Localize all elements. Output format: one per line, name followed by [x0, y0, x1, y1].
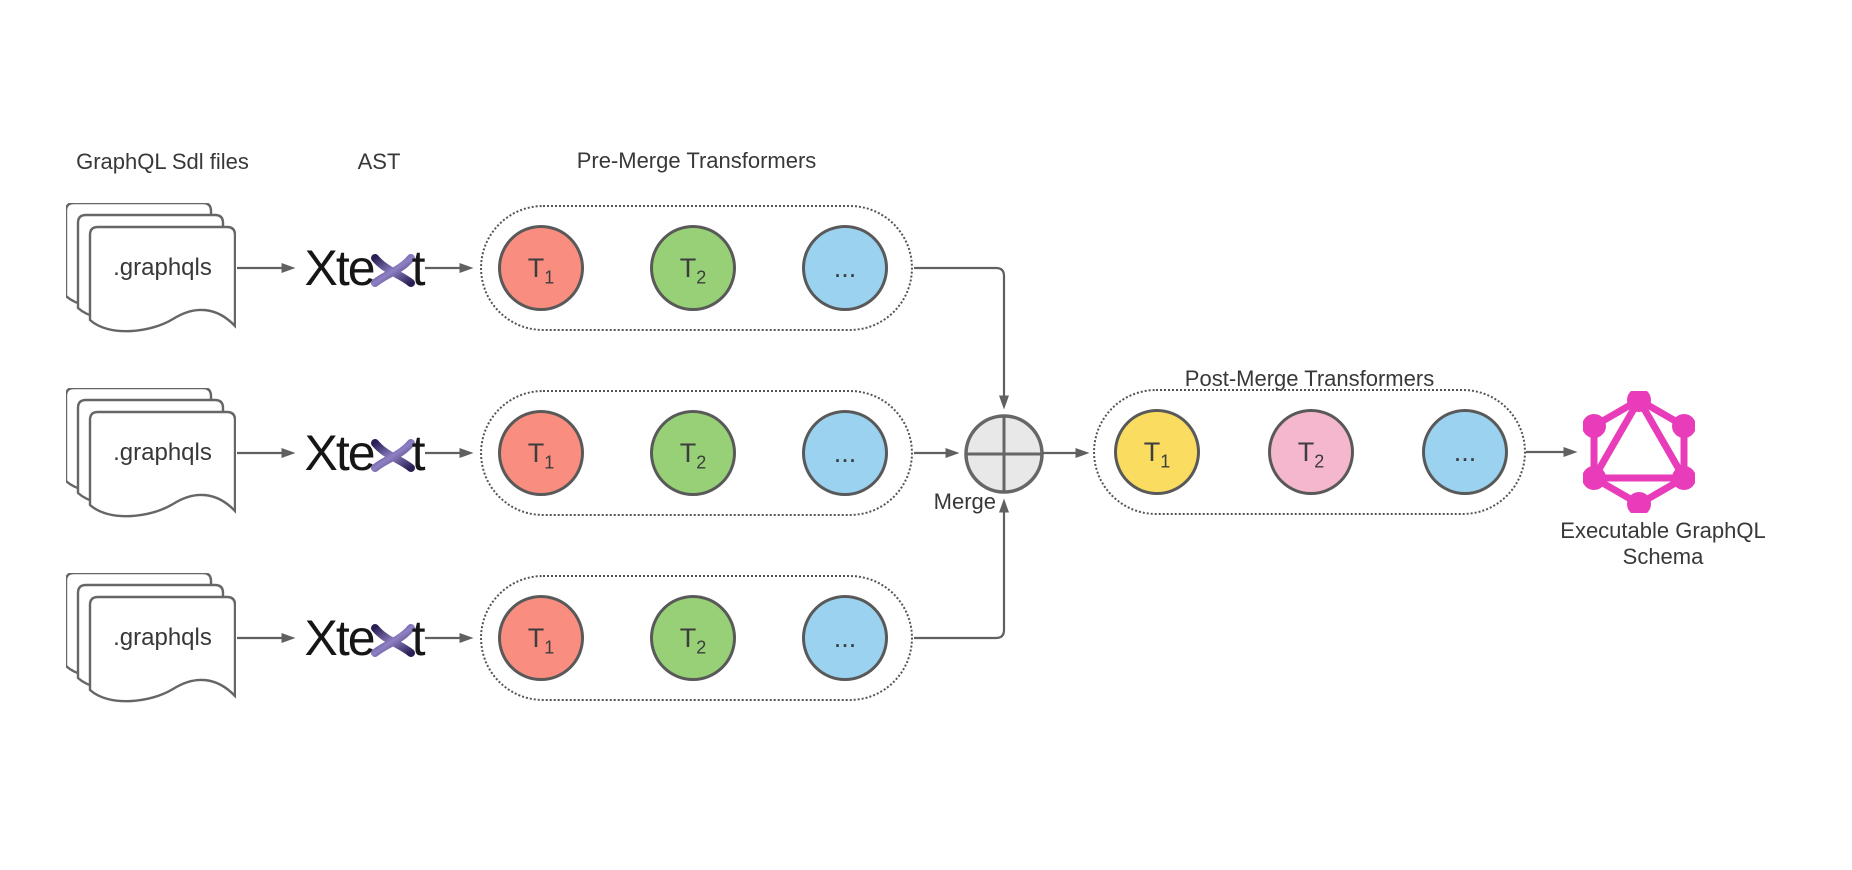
transformer-t2: T2: [650, 595, 736, 681]
transformer-more: ...: [1422, 409, 1508, 495]
pre-merge-pipeline-3: T1 T2 ...: [480, 575, 913, 701]
xtext-text-left: Xte: [304, 240, 376, 296]
transformer-label: ...: [1453, 436, 1477, 467]
document-stack-icon: [64, 571, 237, 703]
xtext-text-right: t: [411, 240, 426, 296]
label-ast: AST: [357, 149, 401, 174]
transformer-label: ...: [833, 622, 857, 653]
transformer-t1: T1: [498, 410, 584, 496]
transformer-label: ...: [833, 437, 857, 468]
transformer-t1: T1: [498, 595, 584, 681]
file-name-label-1: .graphqls: [113, 254, 212, 281]
post-merge-pipeline: T1 T2 ...: [1093, 389, 1526, 515]
output-schema-line1: Executable GraphQL: [1560, 518, 1766, 543]
merge-junction: [962, 412, 1046, 501]
xtext-text-left: Xte: [304, 610, 376, 666]
graphqls-file-stack-3: [64, 571, 237, 709]
graphqls-file-stack-1: [64, 201, 237, 339]
output-schema-line2: Schema: [1622, 544, 1704, 569]
label-post-merge-transformers: Post-Merge Transformers: [1184, 366, 1435, 391]
xtext-x-glyph-icon: [370, 439, 415, 472]
arrow-pipeline3-to-merge: [914, 498, 1009, 640]
pre-merge-pipeline-2: T1 T2 ...: [480, 390, 913, 516]
merge-label: Merge: [933, 489, 996, 514]
file-name-label-3: .graphqls: [113, 624, 212, 651]
arrow-pipeline1-to-merge: [914, 266, 1009, 410]
transformer-label: T2: [679, 437, 707, 472]
xtext-x-glyph-icon: [370, 624, 415, 657]
file-name-label-2: .graphqls: [113, 439, 212, 466]
graphqls-file-stack-2: [64, 386, 237, 524]
transformer-label: T1: [527, 252, 555, 287]
xtext-text-right: t: [411, 610, 426, 666]
graphql-logo-icon: [1582, 388, 1696, 516]
transformer-t2: T2: [650, 225, 736, 311]
transformer-more: ...: [802, 595, 888, 681]
pre-merge-pipeline-1: T1 T2 ...: [480, 205, 913, 331]
transformer-label: T1: [527, 622, 555, 657]
transformer-label: T2: [679, 252, 707, 287]
transformer-more: ...: [802, 410, 888, 496]
graphql-logo: [1582, 388, 1696, 518]
xtext-x-glyph-icon: [370, 254, 415, 287]
xtext-logo-1: Xte t: [298, 239, 430, 297]
merge-junction-icon: [964, 414, 1044, 494]
transformer-t2: T2: [650, 410, 736, 496]
xtext-text-right: t: [411, 425, 426, 481]
transformer-t1: T1: [1114, 409, 1200, 495]
label-pre-merge-transformers: Pre-Merge Transformers: [576, 148, 817, 173]
transformer-label: T2: [1297, 436, 1325, 471]
xtext-logo-2: Xte t: [298, 424, 430, 482]
transformer-label: T2: [679, 622, 707, 657]
xtext-logo-3: Xte t: [298, 609, 430, 667]
transformer-label: T1: [1143, 436, 1171, 471]
transformer-t2: T2: [1268, 409, 1354, 495]
document-stack-icon: [64, 201, 237, 333]
transformer-label: T1: [527, 437, 555, 472]
label-graphql-sdl-files: GraphQL Sdl files: [76, 149, 249, 174]
document-stack-icon: [64, 386, 237, 518]
transformer-t1: T1: [498, 225, 584, 311]
output-schema-label: Executable GraphQL Schema: [1543, 518, 1783, 570]
xtext-text-left: Xte: [304, 425, 376, 481]
transformer-label: ...: [833, 252, 857, 283]
transformer-more: ...: [802, 225, 888, 311]
